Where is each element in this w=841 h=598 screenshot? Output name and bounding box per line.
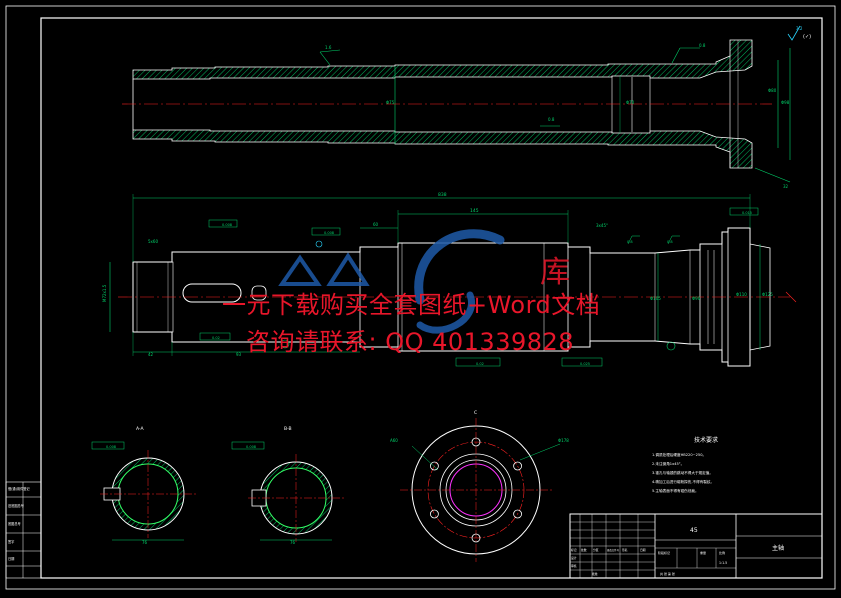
rev-sign: 签名 — [622, 548, 628, 552]
rev-date: 日期 — [640, 548, 646, 552]
section-b-label: B-B — [284, 426, 292, 432]
view-c-flange: C A60 Φ178 — [390, 410, 569, 562]
rev-count: 处数 — [581, 548, 587, 552]
section-a-a: A-A 0.008 76 — [91, 426, 196, 545]
watermark-line-2: 咨询请联系: QQ 401339828 — [246, 328, 575, 356]
section-a-label: A-A — [136, 426, 145, 432]
top-upper-wall — [132, 39, 753, 80]
rev-doc: 更改文件号 — [607, 548, 620, 552]
tol-5: 0.015 — [742, 211, 752, 215]
top-rough-1: 1.6 — [325, 45, 332, 50]
top-rough-3: 0.8 — [548, 117, 555, 122]
tech-item-1: 1.调质处理后硬度HB220~250。 — [652, 452, 706, 457]
section-c-label: C — [474, 410, 477, 416]
top-dim-32: 32 — [783, 184, 789, 189]
top-lower-wall — [132, 129, 753, 169]
watermark-line-1: 一元下载购买全套图纸+Word文档 — [222, 291, 601, 319]
title-material: 45 — [690, 527, 698, 534]
side-stamp-row-1: 借(通)用件登记 — [8, 486, 30, 491]
title-part-name: 主轴 — [772, 544, 784, 552]
tech-item-2: 2.未注倒角1x45°。 — [652, 461, 684, 466]
outer-border — [5, 5, 836, 590]
tol-6: 0.02 — [212, 336, 220, 340]
tol-1: 0.008 — [222, 223, 232, 227]
top-rough-2: 0.8 — [699, 43, 706, 48]
title-stage: 阶段标记 — [658, 550, 670, 555]
dim-phi110: Φ110 — [736, 292, 747, 297]
dim-93: 93 — [236, 352, 242, 357]
tech-item-5: 5.主轴表面不得有碰伤划痕。 — [652, 488, 699, 493]
title-review: 审核 — [571, 564, 577, 568]
tech-title: 技术要求 — [694, 436, 718, 444]
top-dim-phi80: Φ80 — [768, 88, 777, 93]
tol-sec-b: 0.008 — [246, 445, 256, 449]
dim-145: 145 — [470, 208, 479, 214]
tech-item-4: 4.精加工后进行磁粉探伤,不得有裂纹。 — [652, 479, 714, 484]
inner-frame — [40, 17, 823, 579]
dim-42: 42 — [148, 352, 154, 357]
side-stamp: 借(通)用件登记 旧底图总号 底图总号 签字 日期 — [5, 481, 42, 579]
top-dim-phi98: Φ98 — [781, 100, 790, 105]
rev-zone: 分区 — [593, 548, 599, 552]
roughness-note: (✓) — [803, 34, 811, 40]
sec-b-dim-76: 76 — [290, 540, 296, 545]
dim-overall-length: 838 — [438, 192, 447, 198]
mid-rough-2: 0.8 — [667, 240, 673, 244]
dim-60: 60 — [373, 222, 379, 227]
top-dim-phi70: Φ70 — [626, 100, 635, 105]
title-scale-label: 比例 — [719, 550, 725, 555]
tol-2: 0.008 — [324, 231, 334, 235]
tol-sec-a: 0.008 — [106, 445, 116, 449]
title-sheet: 共 张 第 张 — [660, 571, 675, 576]
roughness-top-right: 3.2 (✓) — [787, 25, 811, 41]
tech-requirements: 技术要求 1.调质处理后硬度HB220~250。 2.未注倒角1x45°。 3.… — [652, 436, 718, 493]
dim-3x45: 3x45° — [596, 223, 608, 228]
tech-item-3: 3.锥孔与轴颈的跳动不得大于规定值。 — [652, 470, 713, 475]
section-b-b: B-B 0.008 76 — [231, 426, 344, 545]
title-weight: 重量 — [700, 550, 706, 555]
bolt-holes — [429, 437, 522, 543]
title-scale: 1:1.5 — [719, 561, 727, 565]
top-dim-phi75: Φ75 — [386, 100, 395, 105]
middle-exterior-view: 838 145 60 3x45° 42 93 M72x1.5 5x60 Φ105… — [102, 192, 797, 367]
dim-phi105: Φ105 — [650, 296, 661, 301]
tol-4: 0.025 — [580, 362, 590, 366]
flange-dim-a60: A60 — [390, 438, 398, 443]
side-stamp-row-2: 旧底图总号 — [8, 503, 24, 508]
watermark-logo-glyph: 库 — [540, 255, 570, 290]
keyway-slot — [182, 283, 242, 303]
side-stamp-row-4: 签字 — [8, 539, 14, 544]
dim-phi90: Φ90 — [692, 296, 701, 301]
rev-mark: 标记 — [571, 548, 577, 552]
mid-rough-1: 0.8 — [627, 240, 633, 244]
side-stamp-row-5: 日期 — [8, 556, 14, 561]
small-slot — [251, 285, 267, 301]
title-design: 设计 — [571, 556, 577, 560]
flange-dim-178: Φ178 — [558, 438, 569, 443]
watermark-logo: 库 — [278, 229, 570, 334]
title-block: 45 主轴 阶段标记 重量 比例 1:1.5 共 张 第 张 标记 处数 分区 … — [569, 513, 823, 579]
roughness-value: 3.2 — [796, 26, 803, 31]
sec-a-dim-76: 76 — [142, 540, 148, 545]
dim-5x60: 5x60 — [148, 239, 158, 244]
tol-3: 0.02 — [476, 362, 484, 366]
dim-m72: M72x1.5 — [102, 284, 107, 302]
title-approve: 批准 — [592, 572, 598, 576]
dim-phi125: Φ125 — [762, 292, 773, 297]
side-stamp-row-3: 底图总号 — [8, 521, 21, 526]
top-section-view: 1.6 0.8 0.8 Φ80 Φ98 32 Φ75 Φ70 — [122, 39, 791, 189]
